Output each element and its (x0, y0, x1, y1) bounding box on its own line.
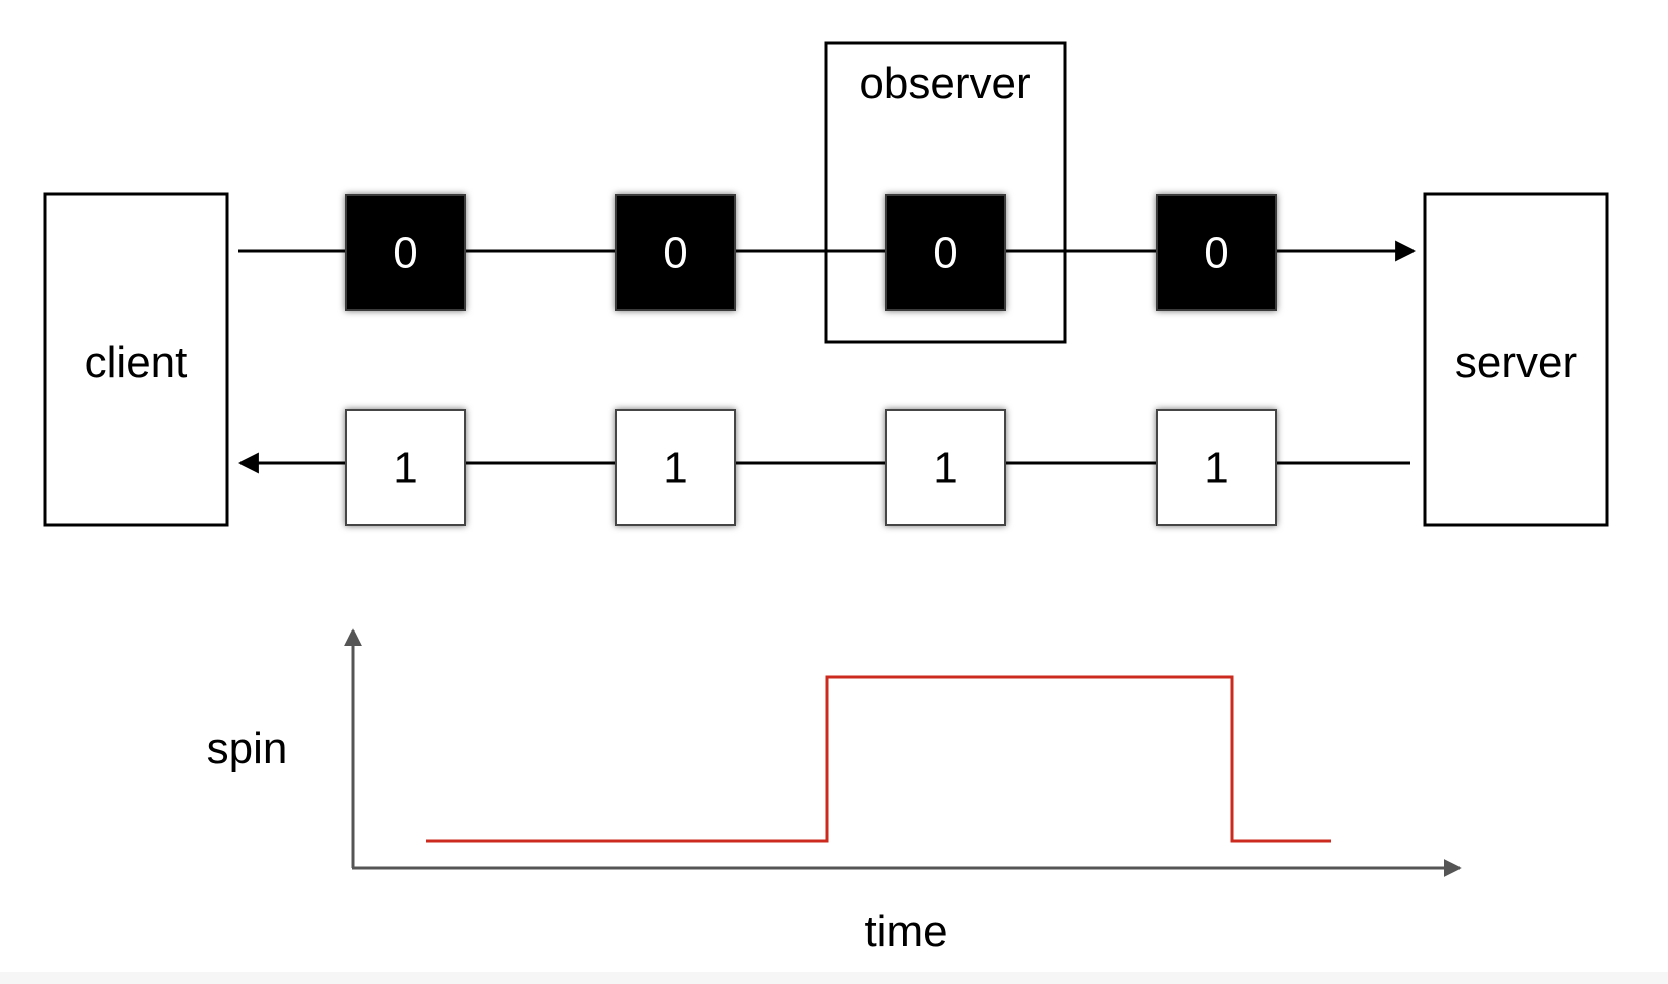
window-bottom-edge (0, 972, 1668, 984)
backward-packet-label: 1 (663, 444, 687, 493)
backward-packet-box (615, 409, 736, 526)
forward-packet: 0 (345, 194, 466, 311)
backward-packets: 1 1 1 1 (345, 409, 1277, 526)
x-axis-label: time (864, 907, 948, 956)
forward-packet-box (1156, 194, 1277, 311)
forward-packet-label: 0 (663, 229, 687, 278)
backward-packet-box (1156, 409, 1277, 526)
forward-packet-label: 0 (393, 229, 417, 278)
backward-packet-label: 1 (933, 444, 957, 493)
backward-packet: 1 (615, 409, 736, 526)
observer-label: observer (859, 59, 1031, 108)
forward-packet: 0 (1156, 194, 1277, 311)
server-box (1423, 192, 1609, 527)
forward-packet-box (885, 194, 1006, 311)
backward-packet: 1 (1156, 409, 1277, 526)
backward-packet-box (345, 409, 466, 526)
forward-packet-label: 0 (1204, 229, 1228, 278)
backward-packet-label: 1 (393, 444, 417, 493)
forward-packet-box (615, 194, 736, 311)
backward-packet-box (885, 409, 1006, 526)
client-label: client (84, 338, 188, 387)
forward-packet: 0 (885, 194, 1006, 311)
server-label: server (1454, 338, 1578, 387)
spin-signal-line (426, 675, 1331, 843)
backward-packet: 1 (345, 409, 466, 526)
forward-packets: 0 0 0 0 (345, 194, 1277, 311)
backward-packet: 1 (885, 409, 1006, 526)
backward-packet-label: 1 (1204, 444, 1228, 493)
forward-packet: 0 (615, 194, 736, 311)
client-box (43, 192, 229, 527)
y-axis-label: spin (206, 724, 288, 773)
forward-packet-label: 0 (933, 229, 957, 278)
forward-packet-box (345, 194, 466, 311)
observer-box (824, 41, 1067, 344)
